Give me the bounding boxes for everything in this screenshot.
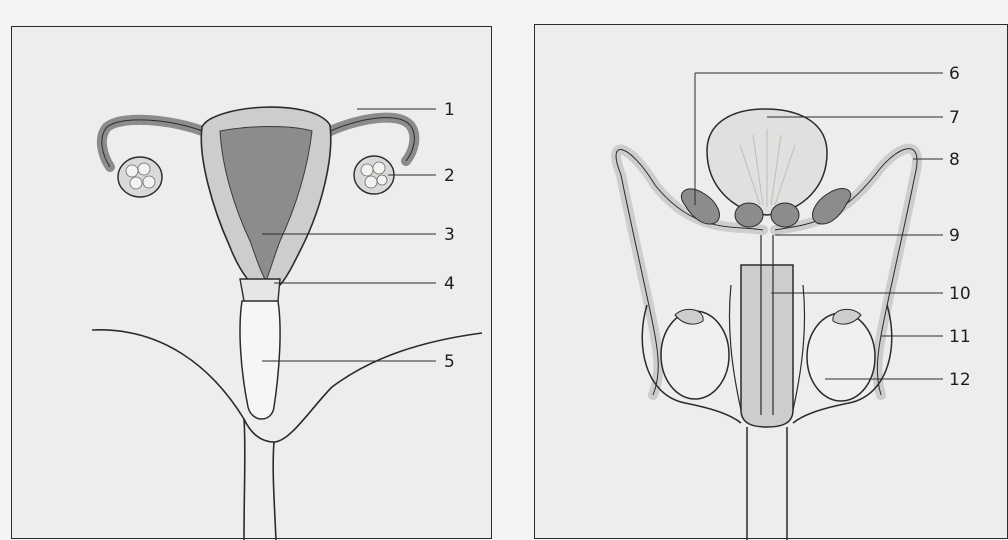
label-8: 8 (949, 150, 960, 170)
label-5: 5 (444, 352, 455, 372)
right-diagram-panel: 6 7 8 9 10 11 12 (534, 24, 1008, 539)
label-10: 10 (949, 284, 971, 304)
label-4: 4 (444, 274, 455, 294)
left-diagram-panel: 1 2 3 4 5 (11, 26, 492, 539)
label-7: 7 (949, 108, 960, 128)
label-6: 6 (949, 64, 960, 84)
label-3: 3 (444, 225, 455, 245)
male-reproductive-diagram: 6 7 8 9 10 11 12 (535, 25, 1008, 540)
label-9: 9 (949, 226, 960, 246)
label-2: 2 (444, 166, 455, 186)
female-reproductive-diagram: 1 2 3 4 5 (12, 27, 493, 540)
label-11: 11 (949, 327, 971, 347)
label-12: 12 (949, 370, 971, 390)
label-1: 1 (444, 100, 455, 120)
